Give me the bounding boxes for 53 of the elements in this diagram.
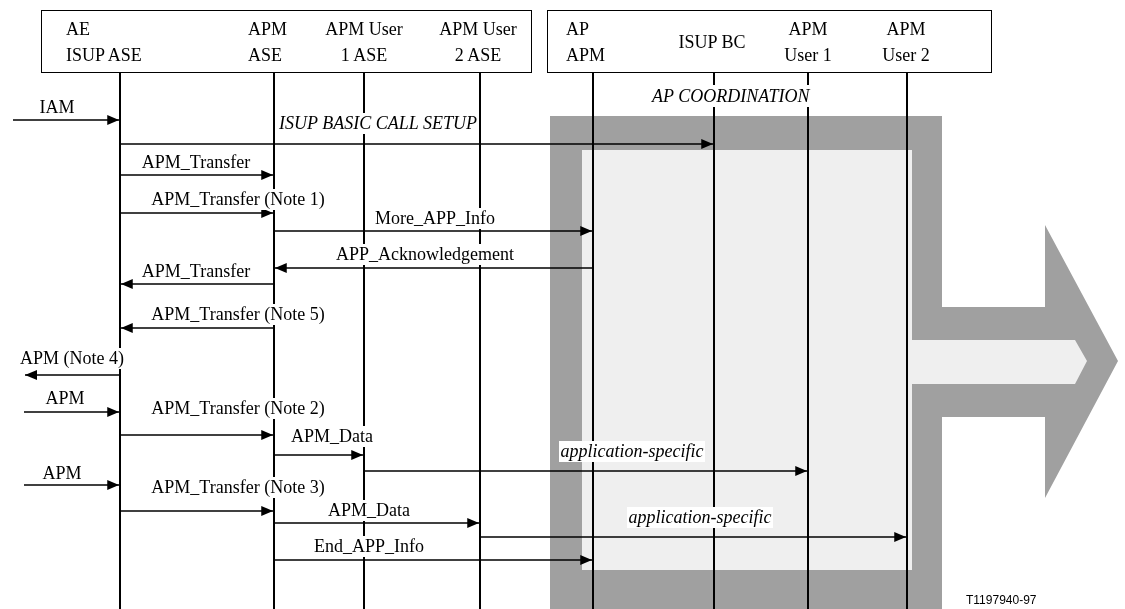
participant-label: APM User 2 ASE: [423, 16, 533, 68]
edge-label: APM_Transfer (Note 5): [149, 304, 327, 325]
edge-label: APM_Transfer (Note 3): [149, 477, 327, 498]
lifeline: [906, 73, 908, 609]
message-arrow: [274, 555, 593, 565]
edge-label: APM_Data: [326, 500, 412, 521]
region-title: AP COORDINATION: [650, 85, 812, 107]
lifeline: [713, 73, 715, 609]
message-arrow: [23, 480, 120, 490]
participant-label: AP APM: [566, 16, 626, 68]
message-arrow: [120, 208, 274, 218]
message-arrow: [480, 532, 907, 542]
message-arrow: [120, 170, 274, 180]
edge-label: APM_Data: [289, 426, 375, 447]
participant-label: APM User 1 ASE: [309, 16, 419, 68]
edge-label: APM_Transfer: [139, 261, 253, 282]
edge-label: APM_Transfer: [139, 152, 253, 173]
message-arrow: [12, 115, 120, 125]
message-arrow: [120, 430, 274, 440]
message-arrow: [274, 518, 480, 528]
lifeline: [479, 73, 481, 609]
message-arrow: [120, 279, 274, 289]
edge-label: APM_Transfer (Note 1): [149, 189, 327, 210]
edge-label: ISUP BASIC CALL SETUP: [277, 113, 479, 134]
edge-label: application-specific: [558, 441, 706, 462]
lifeline: [807, 73, 809, 609]
participant-label: APM User 1: [773, 16, 843, 68]
edge-label: APM_Transfer (Note 2): [149, 398, 327, 419]
edge-label: APP_Acknowledgement: [334, 244, 516, 265]
lifeline: [363, 73, 365, 609]
message-arrow: [274, 226, 593, 236]
edge-label: End_APP_Info: [312, 536, 426, 557]
message-arrow: [274, 263, 593, 273]
participant-label: APM User 2: [870, 16, 942, 68]
message-arrow: [120, 139, 714, 149]
figure-number: T1197940-97: [966, 593, 1037, 607]
participant-label: AE ISUP ASE: [66, 16, 166, 68]
edge-label: APM (Note 4): [18, 348, 126, 369]
participant-label: ISUP BC: [662, 29, 762, 55]
edge-label: application-specific: [626, 507, 774, 528]
lifeline: [119, 73, 121, 609]
message-arrow: [24, 370, 120, 380]
message-arrow: [364, 466, 808, 476]
message-arrow: [23, 407, 120, 417]
header-box: [41, 10, 532, 73]
header-box: [547, 10, 992, 73]
edge-label: More_APP_Info: [373, 208, 497, 229]
message-arrow: [120, 506, 274, 516]
participant-label: APM ASE: [248, 16, 308, 68]
message-arrow: [120, 323, 274, 333]
lifeline: [273, 73, 275, 609]
lifeline: [592, 73, 594, 609]
message-arrow: [274, 450, 364, 460]
